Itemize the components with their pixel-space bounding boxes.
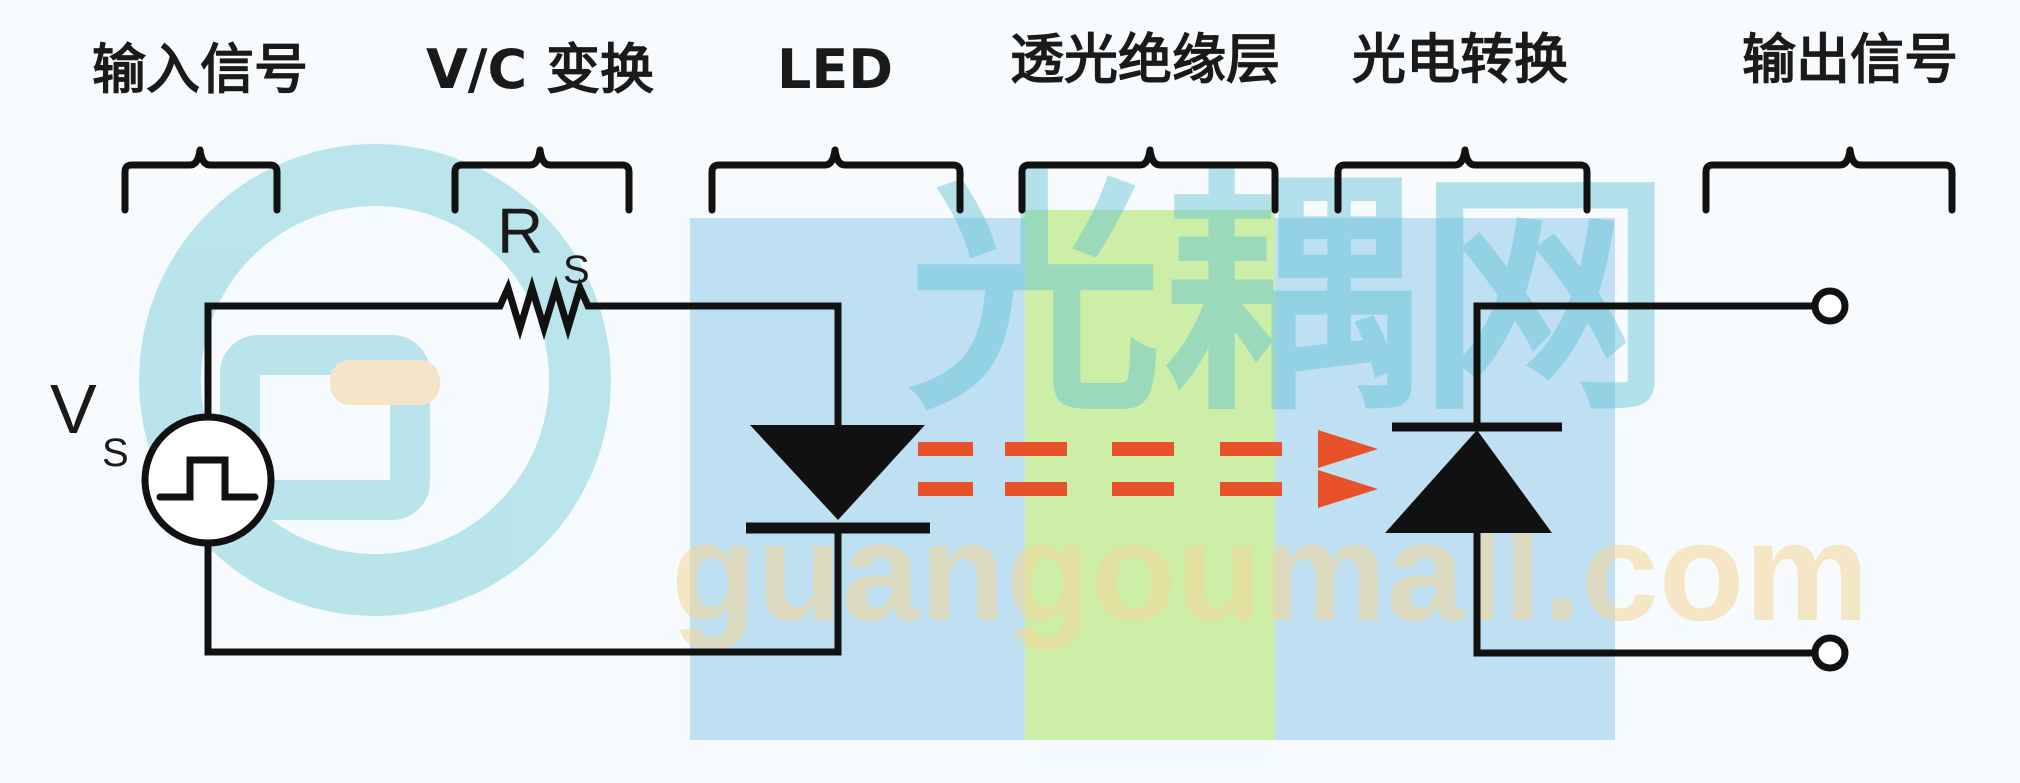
output-wire-bottom xyxy=(1473,529,1821,657)
resistor-label: R xyxy=(497,195,543,267)
watermark-english: guangoumall.com xyxy=(671,493,1869,650)
input-wire-bottom xyxy=(204,524,842,656)
source-subscript: S xyxy=(102,431,129,475)
stage-label-vc: V/C 变换 xyxy=(426,38,654,101)
brace-output xyxy=(1702,146,1956,214)
stage-label-input: 输入信号 xyxy=(92,38,308,101)
light-beam-icon xyxy=(918,430,1378,508)
output-terminal-bottom-icon xyxy=(1811,634,1849,672)
brace-photo xyxy=(1334,146,1591,214)
brace-isolation xyxy=(1018,146,1279,214)
led-wire-top xyxy=(596,302,842,429)
led-diode-icon xyxy=(746,425,930,534)
output-wire-top xyxy=(1473,302,1821,431)
watermark-logo-icon xyxy=(139,144,611,616)
brace-vc xyxy=(451,146,633,214)
isolation-band xyxy=(1025,210,1275,740)
stage-label-led: LED xyxy=(777,38,893,101)
watermark-chinese: 光耦网 xyxy=(907,149,1672,446)
brace-led xyxy=(708,146,964,214)
stage-label-isolation: 透光绝缘层 xyxy=(1010,28,1280,91)
resistor-subscript: S xyxy=(563,248,590,292)
resistor-icon xyxy=(482,275,604,341)
brace-group xyxy=(121,146,1956,214)
brace-input xyxy=(121,146,281,214)
output-terminal-top-icon xyxy=(1811,287,1849,325)
input-wire-top xyxy=(204,302,490,431)
stage-label-output: 输出信号 xyxy=(1742,28,1958,91)
square-wave-source-icon xyxy=(141,413,275,547)
source-label: V xyxy=(50,370,97,448)
stage-label-photo: 光电转换 xyxy=(1352,28,1568,91)
